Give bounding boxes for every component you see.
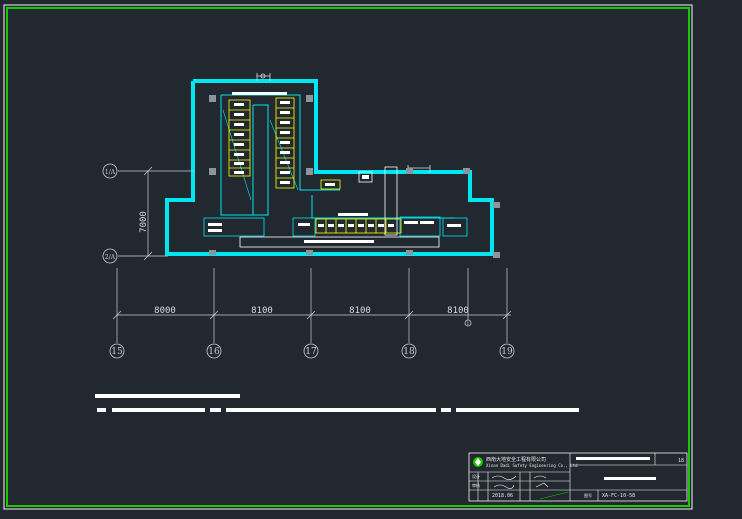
tb-date: 2018.06 xyxy=(492,493,513,499)
inner-corridor xyxy=(252,104,269,216)
rack-row-bottom-labels xyxy=(318,224,394,227)
equipment-box xyxy=(320,179,341,190)
tb-design-label: 设计 xyxy=(472,473,480,479)
tb-number-label: 图号 xyxy=(584,492,592,498)
top-section-mark xyxy=(256,73,271,81)
tb-project-title xyxy=(576,457,650,460)
company-logo-icon xyxy=(473,457,483,467)
drawing-number: XA-FC-10-58 xyxy=(602,493,635,499)
equipment-small-inner xyxy=(362,175,369,179)
title-block: 西南大地安全工程有限公司 Xinan Dadi Safety Engineeri… xyxy=(468,452,688,502)
bottom-long-cabinet xyxy=(239,236,440,248)
dimension-3: 8100 xyxy=(349,306,371,316)
notes-block xyxy=(95,394,579,412)
door-frame xyxy=(384,166,398,236)
equipment-box-label xyxy=(325,183,335,186)
column-pillars xyxy=(209,95,500,258)
axis-label-18: 18 xyxy=(403,347,415,357)
rack-column-left xyxy=(228,99,251,177)
dimension-1: 8000 xyxy=(154,306,176,316)
rack-row-bottom xyxy=(315,218,402,234)
tb-drawing-title xyxy=(604,477,656,480)
axis-label-19: 19 xyxy=(501,347,513,357)
equipment-small xyxy=(358,171,373,183)
rack-labels-left xyxy=(234,103,244,174)
floor-plan xyxy=(165,73,500,258)
axis-label-2a: 2/A xyxy=(105,254,116,261)
axis-label-16: 16 xyxy=(208,347,220,357)
bottom-long-cabinet-label xyxy=(304,240,374,243)
axis-label-15: 15 xyxy=(111,347,123,357)
inner-wall-right xyxy=(311,195,455,219)
axis-label-17: 17 xyxy=(305,347,317,357)
signature-3 xyxy=(493,484,515,489)
tb-sheet: 18 xyxy=(678,458,684,464)
signature-1 xyxy=(491,475,517,480)
dimension-4: 8100 xyxy=(447,306,469,316)
signature-2 xyxy=(533,475,547,479)
drawing-border xyxy=(6,7,690,507)
axis-bubbles xyxy=(102,163,515,359)
axis-label-1a: 1/A xyxy=(105,169,116,176)
cabinet-row xyxy=(203,216,468,237)
rack-row-bottom-caption xyxy=(338,213,368,216)
top-label-bar xyxy=(232,92,287,95)
outer-frame xyxy=(3,4,693,510)
rack-column-right xyxy=(275,97,295,189)
signature-4 xyxy=(535,482,549,488)
dimension-vertical: 7000 xyxy=(139,211,149,233)
cabinet-labels xyxy=(208,221,461,232)
outer-wall xyxy=(165,79,494,256)
dimension-2: 8100 xyxy=(251,306,273,316)
dimensions xyxy=(112,166,512,343)
axis-sub-label: 1 xyxy=(466,321,469,327)
company-name-en: Xinan Dadi Safety Engineering Co., Ltd xyxy=(486,463,578,468)
tb-check-label: 审核 xyxy=(472,482,480,488)
inner-wall-left xyxy=(220,95,260,216)
company-name-cn: 西南大地安全工程有限公司 xyxy=(486,456,546,463)
rack-labels-right xyxy=(280,101,290,184)
